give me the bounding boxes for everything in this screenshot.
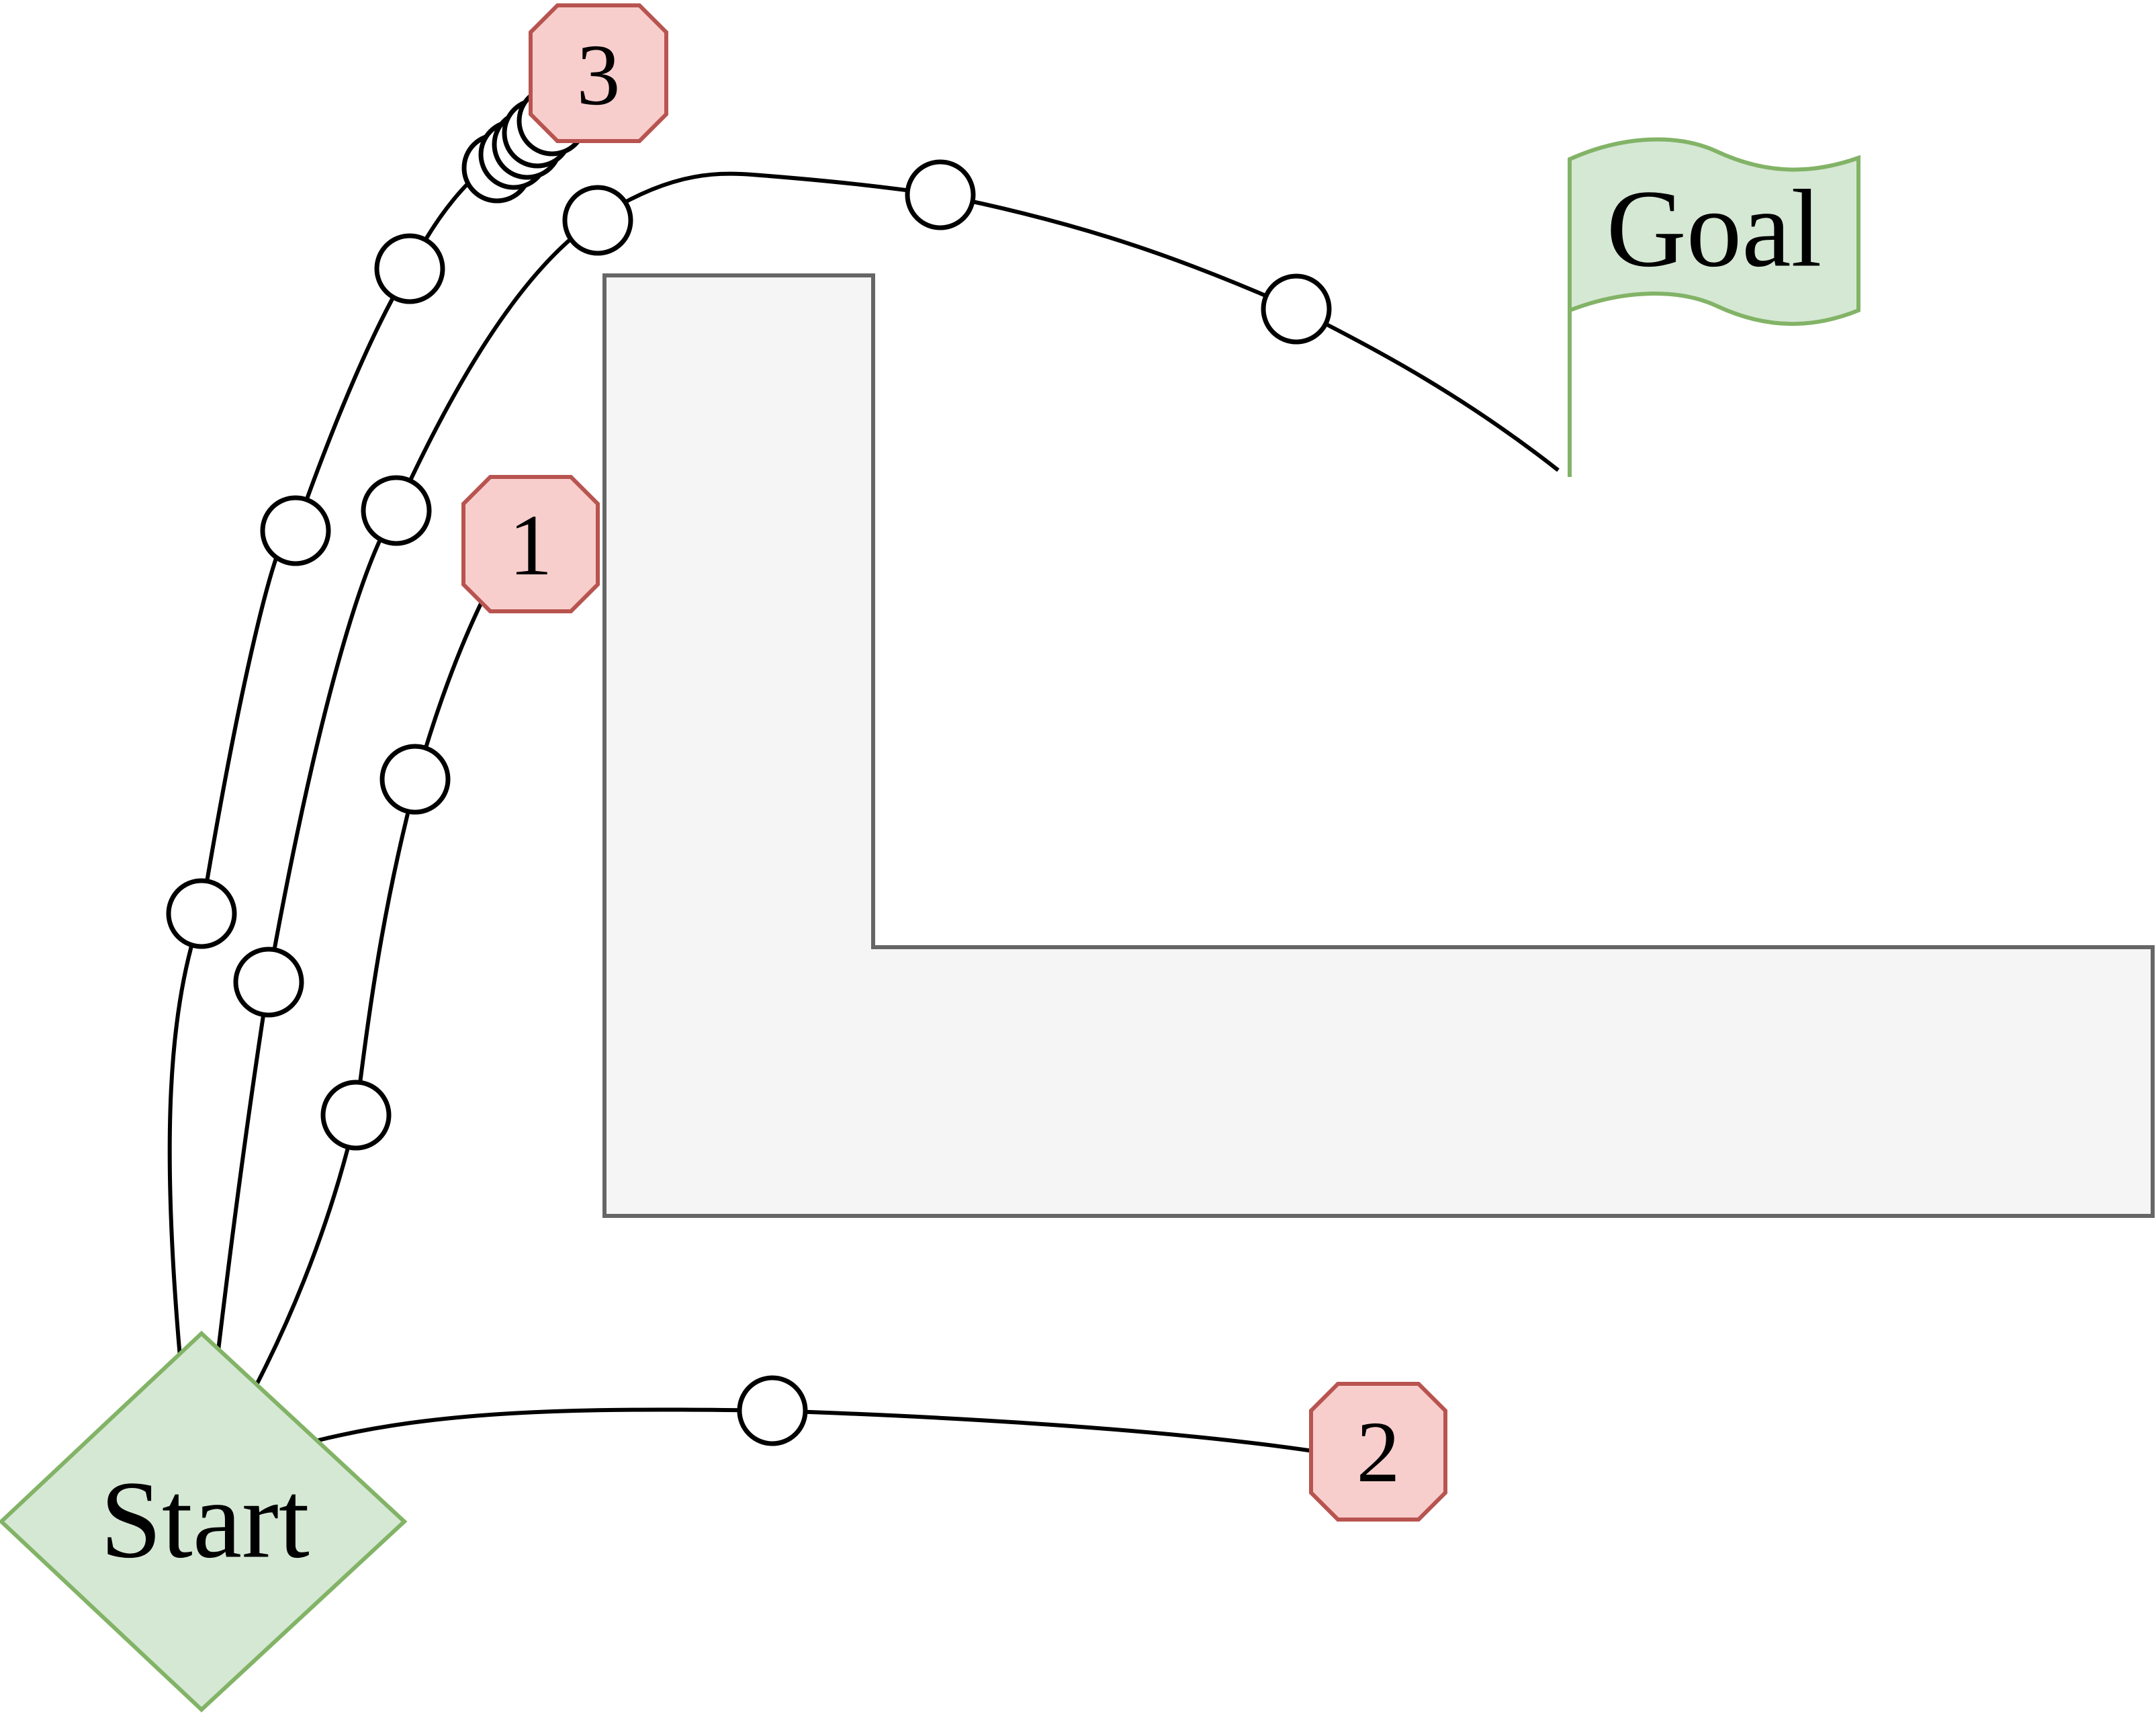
stop-marker-3: 3	[529, 3, 668, 143]
stop-sign-icon	[1309, 1382, 1447, 1522]
trajectory-to-stop-1-line	[253, 590, 489, 1389]
trajectory-to-stop-3-line	[167, 99, 559, 1358]
start-label: Start	[100, 1458, 310, 1581]
goal-label: Goal	[1607, 167, 1822, 290]
waypoint	[379, 744, 451, 815]
waypoint	[361, 475, 432, 546]
stop-marker-2-label: 2	[1357, 1404, 1400, 1501]
waypoint	[737, 1375, 808, 1446]
trajectory-to-stop-2-line	[315, 1407, 1314, 1453]
trajectory-to-stop-1-waypoints	[320, 744, 451, 1151]
stop-marker-3-label: 3	[577, 27, 621, 124]
waypoint	[320, 1080, 392, 1151]
waypoint	[562, 185, 633, 256]
l-shaped-obstacle	[602, 273, 2155, 1218]
waypoint	[374, 233, 445, 304]
waypoint	[233, 947, 304, 1018]
stop-marker-1: 1	[461, 475, 600, 613]
waypoint	[1261, 273, 1332, 345]
trajectory-to-goal-waypoints	[233, 159, 1332, 1018]
waypoint	[260, 495, 331, 566]
waypoint	[166, 878, 237, 949]
start-diamond	[0, 1330, 408, 1713]
stop-marker-1-label: 1	[509, 497, 553, 594]
flag-icon	[1568, 137, 1860, 326]
stop-sign-icon	[461, 475, 600, 613]
start-node: Start	[0, 1330, 408, 1713]
goal-flag: Goal	[1568, 137, 1860, 477]
stop-marker-2: 2	[1309, 1382, 1447, 1522]
trajectory-to-stop-2-waypoints	[737, 1375, 808, 1446]
waypoint	[905, 159, 976, 230]
stop-sign-icon	[529, 3, 668, 143]
